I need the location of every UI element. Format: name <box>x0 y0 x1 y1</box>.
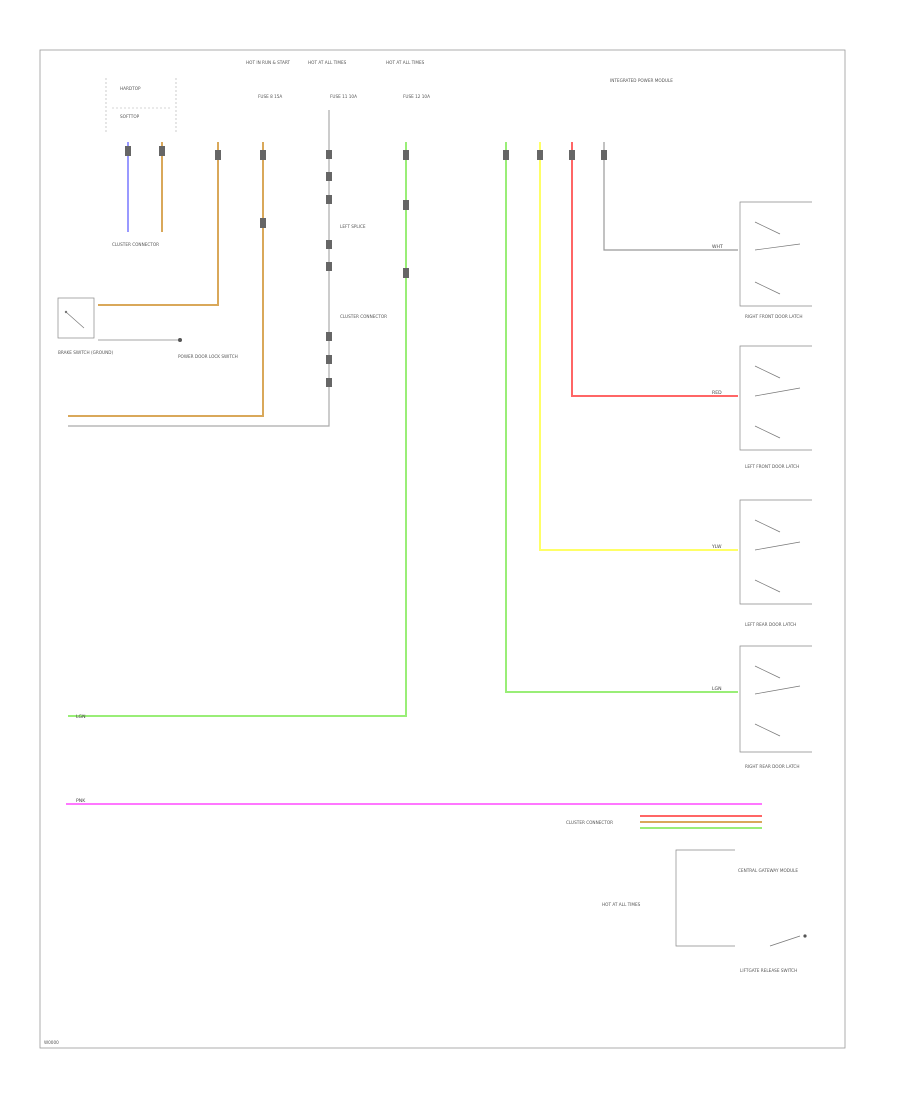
door-latch-4: RIGHT REAR DOOR LATCH <box>739 645 812 769</box>
svg-text:HOT IN RUN & START: HOT IN RUN & START <box>246 60 290 65</box>
svg-text:LEFT FRONT DOOR LATCH: LEFT FRONT DOOR LATCH <box>745 464 799 469</box>
svg-text:CLUSTER CONNECTOR: CLUSTER CONNECTOR <box>112 242 159 247</box>
svg-text:RED: RED <box>712 390 722 396</box>
wire-red: RED <box>569 142 738 397</box>
source-hot-run-start: HOT IN RUN & START FUSE 8 15A <box>246 60 290 99</box>
svg-text:HOT AT ALL TIMES: HOT AT ALL TIMES <box>308 60 347 65</box>
svg-text:CLUSTER CONNECTOR: CLUSTER CONNECTOR <box>566 820 613 825</box>
svg-text:PNK: PNK <box>76 798 86 804</box>
door-latch-1: RIGHT FRONT DOOR LATCH <box>739 201 812 319</box>
svg-text:CENTRAL GATEWAY MODULE: CENTRAL GATEWAY MODULE <box>738 868 798 873</box>
wire-org-brake <box>98 142 221 306</box>
svg-text:FUSE 8 15A: FUSE 8 15A <box>258 94 282 99</box>
svg-text:HARDTOP: HARDTOP <box>120 86 141 91</box>
source-hot-all-times-1: HOT AT ALL TIMES FUSE 11 10A <box>308 60 357 99</box>
diagram-border <box>39 49 846 1049</box>
wire-pnk-bus: PNK <box>66 798 762 805</box>
svg-text:CLUSTER CONNECTOR: CLUSTER CONNECTOR <box>340 314 387 319</box>
svg-text:FUSE 11 10A: FUSE 11 10A <box>330 94 357 99</box>
lower-connector-stubs: CLUSTER CONNECTOR <box>566 815 762 829</box>
brake-switch: BRAKE SWITCH (GROUND) POWER DOOR LOCK SW… <box>57 297 238 359</box>
figure-code: W0000 <box>44 1040 59 1045</box>
cluster-connector-wires: CLUSTER CONNECTOR <box>112 142 165 247</box>
svg-text:LGN: LGN <box>712 686 722 692</box>
wire-wht: WHT <box>601 142 738 251</box>
svg-text:HOT AT ALL TIMES: HOT AT ALL TIMES <box>386 60 425 65</box>
svg-text:LGN: LGN <box>76 714 86 720</box>
variant-legend: HARDTOP SOFTTOP <box>105 78 177 132</box>
svg-text:LEFT SPLICE: LEFT SPLICE <box>340 224 366 229</box>
wire-org-left <box>68 142 266 417</box>
source-hot-all-times-2: HOT AT ALL TIMES FUSE 12 10A <box>386 60 430 99</box>
svg-text:WHT: WHT <box>712 244 723 250</box>
door-latch-3: LEFT REAR DOOR LATCH <box>739 499 812 627</box>
svg-text:HOT AT ALL TIMES: HOT AT ALL TIMES <box>602 902 641 907</box>
liftgate-circuit: CENTRAL GATEWAY MODULE HOT AT ALL TIMES … <box>602 849 807 973</box>
wire-lgn-left: LGN <box>68 142 409 720</box>
wire-gry-splice: LEFT SPLICE CLUSTER CONNECTOR <box>68 110 387 427</box>
svg-text:SOFTTOP: SOFTTOP <box>120 114 140 119</box>
svg-text:YLW: YLW <box>711 544 722 550</box>
door-latch-2: LEFT FRONT DOOR LATCH <box>739 345 812 469</box>
svg-text:LEFT REAR DOOR LATCH: LEFT REAR DOOR LATCH <box>745 622 796 627</box>
svg-text:LIFTGATE RELEASE SWITCH: LIFTGATE RELEASE SWITCH <box>740 968 797 973</box>
svg-text:FUSE 12 10A: FUSE 12 10A <box>403 94 430 99</box>
svg-text:RIGHT FRONT DOOR LATCH: RIGHT FRONT DOOR LATCH <box>745 314 802 319</box>
svg-text:BRAKE SWITCH (GROUND): BRAKE SWITCH (GROUND) <box>58 350 113 355</box>
wire-lgn-right: LGN <box>503 142 738 693</box>
wire-ylw: YLW <box>537 142 738 551</box>
svg-text:RIGHT REAR DOOR LATCH: RIGHT REAR DOOR LATCH <box>745 764 800 769</box>
integrated-module-label: INTEGRATED POWER MODULE <box>610 78 673 83</box>
svg-text:POWER DOOR LOCK SWITCH: POWER DOOR LOCK SWITCH <box>178 354 238 359</box>
